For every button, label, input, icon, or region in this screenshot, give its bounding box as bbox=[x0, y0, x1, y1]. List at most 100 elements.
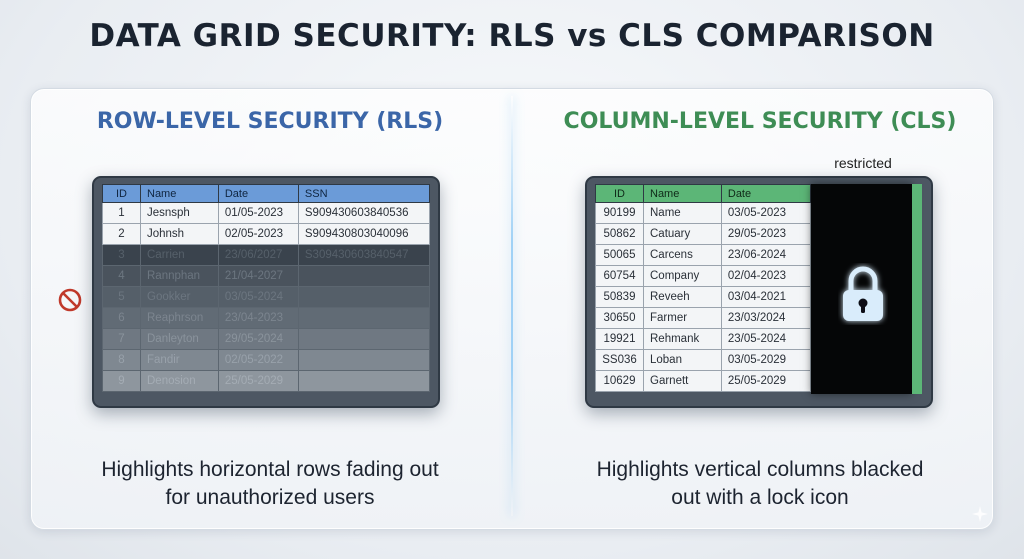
rls-caption: Highlights horizontal rows fading out fo… bbox=[60, 456, 480, 512]
rls-cell: Gookker bbox=[140, 286, 219, 308]
rls-cell bbox=[297, 286, 431, 308]
rls-cell: 01/05-2023 bbox=[217, 202, 299, 224]
cls-header-row: ID Name Date bbox=[595, 184, 812, 203]
header-edge-strip bbox=[912, 184, 922, 394]
rls-cell: 02/05-2022 bbox=[217, 349, 299, 371]
rls-cell: 21/04-2027 bbox=[217, 265, 299, 287]
rls-header-name[interactable]: Name bbox=[140, 184, 219, 203]
rls-cell: Denosion bbox=[140, 370, 219, 392]
rls-cell: 6 bbox=[102, 307, 141, 329]
cls-cell: 60754 bbox=[595, 265, 644, 287]
rls-cell: 23/04-2023 bbox=[217, 307, 299, 329]
cls-header-date[interactable]: Date bbox=[720, 184, 812, 203]
rls-header-row: ID Name Date SSN bbox=[102, 184, 431, 203]
page-title: DATA GRID SECURITY: RLS vs CLS COMPARISO… bbox=[89, 18, 935, 54]
cls-cell: Carcens bbox=[643, 244, 722, 266]
rls-cell: S909430803040096 bbox=[297, 223, 431, 245]
rls-cell: Johnsh bbox=[140, 223, 219, 245]
restricted-label: restricted bbox=[834, 155, 892, 171]
cls-cell: 29/05-2023 bbox=[720, 223, 812, 245]
cls-cell: 03/05-2023 bbox=[720, 202, 812, 224]
rls-cell bbox=[297, 328, 431, 350]
rls-cell: 5 bbox=[102, 286, 141, 308]
sparkle-icon bbox=[972, 506, 988, 522]
cls-cell: Farmer bbox=[643, 307, 722, 329]
cls-caption: Highlights vertical columns blacked out … bbox=[545, 456, 975, 512]
cls-cell: 23/03/2024 bbox=[720, 307, 812, 329]
center-divider bbox=[511, 96, 513, 516]
cls-cell: 23/06-2024 bbox=[720, 244, 812, 266]
cls-cell: 19921 bbox=[595, 328, 644, 350]
rls-cell: Reaphrson bbox=[140, 307, 219, 329]
cls-caption-line1: Highlights vertical columns blacked bbox=[596, 458, 924, 481]
cls-section-title: COLUMN-LEVEL SECURITY (CLS) bbox=[563, 109, 957, 134]
rls-cell: Fandir bbox=[140, 349, 219, 371]
cls-caption-line2: out with a lock icon bbox=[671, 486, 849, 509]
rls-header-id[interactable]: ID bbox=[102, 184, 141, 203]
rls-cell: 1 bbox=[102, 202, 141, 224]
rls-cell: Danleyton bbox=[140, 328, 219, 350]
rls-caption-line2: for unauthorized users bbox=[165, 486, 375, 509]
rls-section-title: ROW-LEVEL SECURITY (RLS) bbox=[96, 109, 444, 134]
rls-cell: 7 bbox=[102, 328, 141, 350]
rls-cell: 25/05-2029 bbox=[217, 370, 299, 392]
rls-cell: Jesnsph bbox=[140, 202, 219, 224]
rls-header-ssn[interactable]: SSN bbox=[297, 184, 431, 203]
cls-cell: Garnett bbox=[643, 370, 722, 392]
rls-cell: S309430603840547 bbox=[297, 244, 431, 266]
cls-cell: Reveeh bbox=[643, 286, 722, 308]
cls-cell: 25/05-2029 bbox=[720, 370, 812, 392]
cls-cell: 90199 bbox=[595, 202, 644, 224]
cls-cell: 10629 bbox=[595, 370, 644, 392]
rls-cell bbox=[297, 265, 431, 287]
cls-cell: Rehmank bbox=[643, 328, 722, 350]
cls-cell: Name bbox=[643, 202, 722, 224]
restricted-column-blackout bbox=[811, 184, 912, 394]
cls-cell: Catuary bbox=[643, 223, 722, 245]
rls-cell: 2 bbox=[102, 223, 141, 245]
rls-cell: 9 bbox=[102, 370, 141, 392]
rls-cell: Rannphan bbox=[140, 265, 219, 287]
rls-cell bbox=[297, 307, 431, 329]
rls-cell bbox=[297, 349, 431, 371]
cls-cell: 30650 bbox=[595, 307, 644, 329]
cls-cell: 03/05-2029 bbox=[720, 349, 812, 371]
cls-header-id[interactable]: ID bbox=[595, 184, 644, 203]
rls-cell: Carrien bbox=[140, 244, 219, 266]
rls-cell: 8 bbox=[102, 349, 141, 371]
cls-cell: 02/04-2023 bbox=[720, 265, 812, 287]
rls-header-date[interactable]: Date bbox=[217, 184, 299, 203]
rls-cell: 29/05-2024 bbox=[217, 328, 299, 350]
rls-cell: 02/05-2023 bbox=[217, 223, 299, 245]
cls-cell: 50862 bbox=[595, 223, 644, 245]
rls-cell: 03/05-2024 bbox=[217, 286, 299, 308]
rls-cell bbox=[297, 370, 431, 392]
no-entry-icon bbox=[58, 288, 82, 312]
cls-cell: SS036 bbox=[595, 349, 644, 371]
rls-cell: 3 bbox=[102, 244, 141, 266]
rls-cell: S909430603840536 bbox=[297, 202, 431, 224]
cls-header-name[interactable]: Name bbox=[643, 184, 722, 203]
cls-cell: Company bbox=[643, 265, 722, 287]
